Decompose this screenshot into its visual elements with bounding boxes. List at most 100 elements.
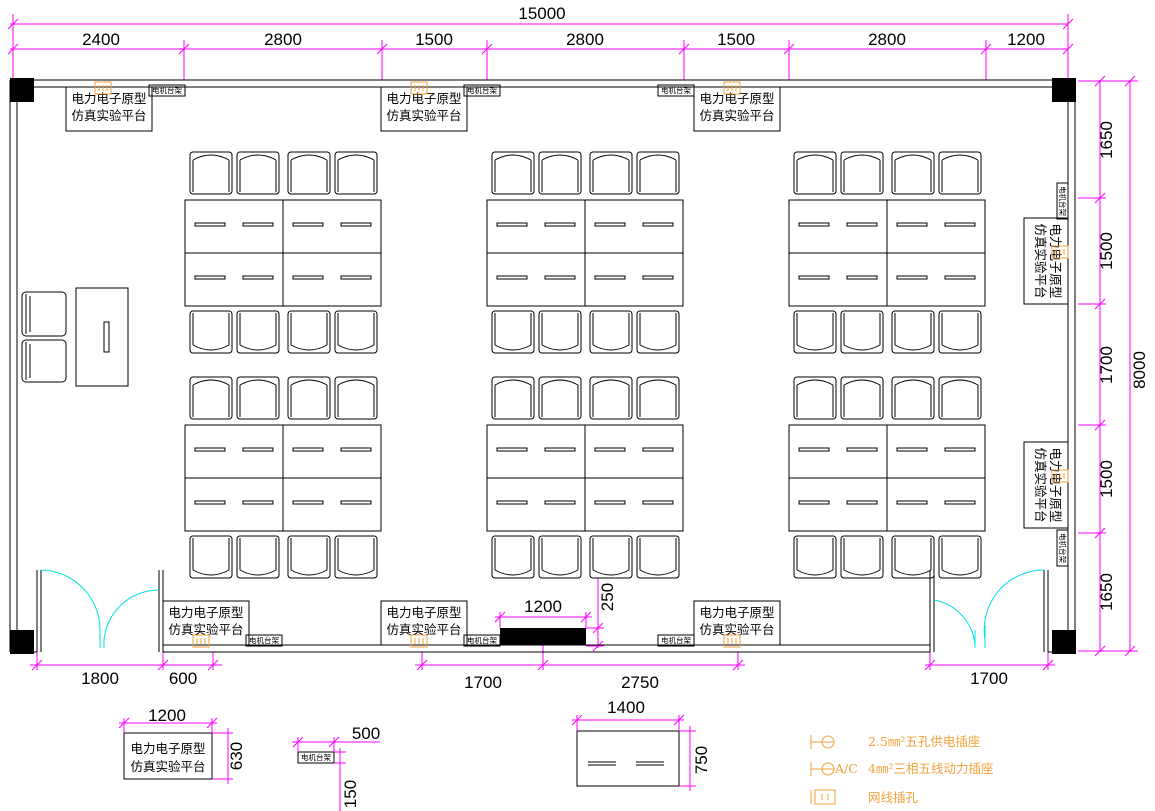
chair-17: [491, 151, 535, 195]
chair-24: [636, 310, 680, 354]
top-segment-6: 2800: [868, 30, 906, 49]
chair-36: [840, 310, 884, 354]
right-segment-4: 1500: [1097, 460, 1116, 498]
chair-41: [793, 376, 837, 420]
chair-28: [538, 535, 582, 579]
chair-25: [491, 376, 535, 420]
platform-label-line2: 仿真实验平台: [168, 622, 243, 637]
podium-chair-2: [21, 339, 67, 383]
platform-detail-label-1: 电力电子原型: [130, 741, 205, 756]
platform-width-dimension: 1200: [148, 706, 186, 725]
motor-rack-label: 电机台架: [467, 85, 497, 95]
desk-block-1-1: [184, 199, 382, 307]
bottom-middle-b-dimension: 2750: [621, 673, 659, 692]
platform-label-line1: 电力电子原型: [1048, 447, 1063, 522]
bottom-middle-a-dimension: 1700: [464, 673, 502, 692]
chair-18: [491, 310, 535, 354]
platform-label-line2: 仿真实验平台: [699, 622, 774, 637]
total-width-dimension: 15000: [518, 4, 565, 23]
platform-label-line2: 仿真实验平台: [699, 108, 774, 123]
chair-22: [589, 310, 633, 354]
platform-depth-dimension: 630: [227, 742, 246, 770]
socket-symbol-icon: [410, 634, 428, 648]
chair-8: [334, 310, 378, 354]
chair-42: [793, 535, 837, 579]
chair-40: [938, 310, 982, 354]
bottom-dimension-lines: [30, 578, 1055, 671]
desk-block-2-1: [486, 199, 684, 307]
chair-1: [189, 151, 233, 195]
platform-label-line2: 仿真实验平台: [1033, 447, 1048, 522]
socket-symbol-icon: [723, 634, 741, 648]
three-phase-symbol-text: A/C: [834, 761, 858, 776]
socket-symbol-icon: [410, 81, 428, 95]
student-furniture: [184, 151, 986, 579]
platform-label-line2: 仿真实验平台: [71, 108, 146, 123]
desk-detail: [571, 714, 696, 791]
platforms: 电力电子原型仿真实验平台电机台架电力电子原型仿真实验平台电机台架电力电子原型仿真…: [65, 81, 1069, 648]
chair-46: [891, 535, 935, 579]
screen-depth-dimension: 250: [598, 583, 617, 611]
rack-detail-label: 电机台架: [301, 752, 331, 762]
motor-rack: 电机台架: [463, 84, 501, 97]
platform-label-line2: 仿真实验平台: [386, 108, 461, 123]
podium-chair-1: [21, 291, 67, 337]
motor-rack-label: 电机台架: [1058, 533, 1068, 563]
platform-label-line1: 电力电子原型: [1048, 223, 1063, 298]
platform-detail: [118, 717, 233, 784]
motor-rack: 电机台架: [245, 634, 283, 647]
network-port-icon: [810, 789, 836, 805]
chair-37: [891, 151, 935, 195]
chair-31: [636, 376, 680, 420]
right-dimension-lines: [1078, 75, 1138, 657]
legend-text-2: 4㎜²三相五线动力插座: [868, 761, 993, 776]
chair-48: [938, 535, 982, 579]
chair-47: [938, 376, 982, 420]
chair-14: [287, 535, 331, 579]
chair-13: [287, 376, 331, 420]
platform-label-line2: 仿真实验平台: [386, 622, 461, 637]
chair-7: [334, 151, 378, 195]
chair-38: [891, 310, 935, 354]
chair-23: [636, 151, 680, 195]
top-segment-4: 2800: [566, 30, 604, 49]
bottom-left-gap-dimension: 600: [169, 669, 197, 688]
desk-block-2-2: [486, 424, 684, 532]
socket-symbol-icon: [94, 81, 112, 95]
motor-rack-label: 电机台架: [661, 85, 691, 95]
platform-detail-label-2: 仿真实验平台: [130, 759, 205, 774]
chair-16: [334, 535, 378, 579]
three-phase-socket-icon: [810, 762, 835, 776]
chair-11: [236, 376, 280, 420]
motor-rack: 电机台架: [1056, 182, 1069, 220]
right-segment-2: 1500: [1097, 232, 1116, 270]
motor-rack-label: 电机台架: [152, 85, 182, 95]
motor-rack: 电机台架: [148, 84, 186, 97]
motor-rack: 电机台架: [1056, 529, 1069, 567]
screen-width-dimension: 1200: [524, 597, 562, 616]
platform-label-line1: 电力电子原型: [71, 91, 146, 106]
right-segment-5: 1650: [1097, 573, 1116, 611]
right-segment-1: 1650: [1097, 121, 1116, 159]
legend-text-3: 网线插孔: [868, 790, 919, 805]
desk-depth-dimension: 750: [692, 746, 711, 774]
chair-26: [491, 535, 535, 579]
bottom-right-door-dimension: 1700: [970, 669, 1008, 688]
chair-32: [636, 535, 680, 579]
motor-rack-label: 电机台架: [249, 635, 279, 645]
chair-39: [938, 151, 982, 195]
right-segment-3: 1700: [1097, 346, 1116, 384]
chair-44: [840, 535, 884, 579]
total-height-dimension: 8000: [1130, 351, 1149, 389]
chair-30: [589, 535, 633, 579]
bottom-left-door-dimension: 1800: [81, 669, 119, 688]
chair-5: [287, 151, 331, 195]
rack-width-dimension: 500: [352, 724, 380, 743]
socket-symbol-icon: [1051, 469, 1069, 483]
chair-43: [840, 376, 884, 420]
socket-symbol-icon: [1051, 245, 1069, 259]
